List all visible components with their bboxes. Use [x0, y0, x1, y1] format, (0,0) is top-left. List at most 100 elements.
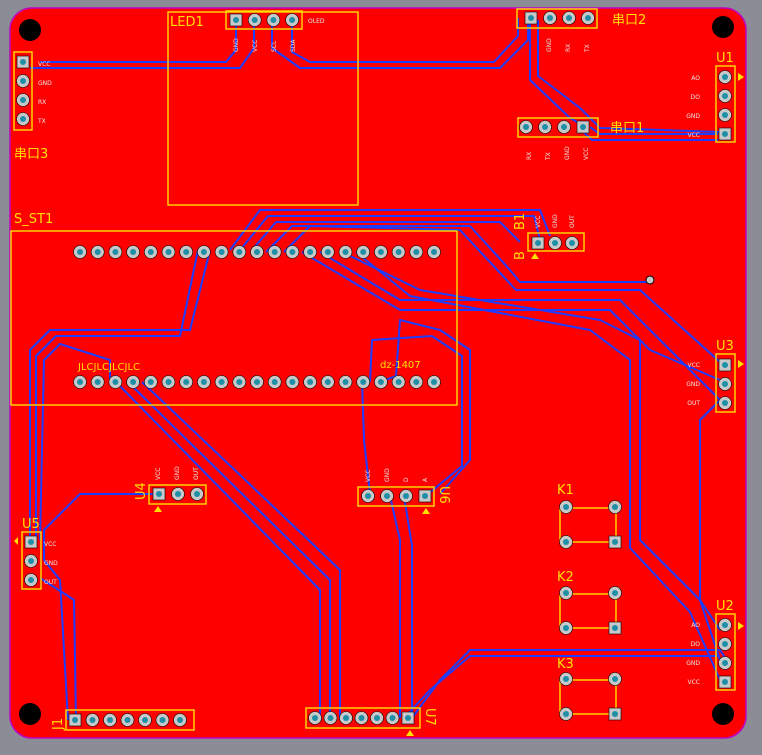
uart1-label: 串口1 — [610, 121, 644, 136]
pad-hole — [395, 249, 402, 255]
uart1-pin-label: VCC — [583, 148, 590, 160]
u3-pin-label: VCC — [688, 362, 700, 369]
mounting-hole-icon — [19, 19, 41, 41]
pad-hole — [612, 625, 618, 631]
board-outline — [9, 7, 747, 739]
pin-1-marker-icon — [738, 360, 744, 368]
pad-hole — [271, 249, 278, 255]
uart3-pin-label: VCC — [38, 61, 50, 68]
u2-header-outline — [715, 613, 736, 691]
pad-hole — [722, 74, 728, 80]
pin-1-marker-icon — [531, 253, 539, 259]
u4-pin-label: GND — [174, 466, 181, 480]
pad-hole — [124, 717, 131, 723]
trace — [39, 343, 111, 541]
k2-outline — [559, 593, 617, 629]
pad-hole — [165, 379, 172, 385]
pad-hole — [389, 715, 396, 721]
u6-pin-label: GND — [384, 468, 391, 482]
uart2-label: 串口2 — [612, 13, 646, 28]
pad-hole — [112, 249, 119, 255]
dz-label: dz-1407 — [380, 360, 421, 371]
trace — [115, 381, 321, 718]
j1-header-outline — [65, 709, 195, 731]
pad-hole — [523, 124, 529, 130]
pad-hole — [566, 15, 572, 21]
mounting-hole-icon — [19, 703, 41, 725]
s-st1-label: S_ST1 — [14, 212, 53, 227]
pad-hole — [722, 362, 728, 368]
pad-hole — [563, 711, 569, 717]
pad-hole — [722, 93, 728, 99]
pad-hole — [200, 249, 207, 255]
pad-hole — [20, 59, 26, 65]
trace — [389, 495, 401, 718]
pad-hole — [612, 590, 618, 596]
pad-hole — [422, 493, 428, 499]
pad-hole — [236, 379, 243, 385]
pad-hole — [112, 379, 119, 385]
pad-hole — [312, 715, 318, 721]
u6-pin-label: VCC — [365, 470, 372, 482]
pad-hole — [563, 625, 569, 631]
k2-label: K2 — [557, 570, 574, 585]
u2-pin-label: GND — [686, 660, 700, 667]
pad-hole — [165, 249, 172, 255]
pad-hole — [28, 577, 34, 583]
k3-label: K3 — [557, 657, 574, 672]
pad-hole — [289, 17, 296, 23]
u1-pin-label: AO — [691, 75, 700, 82]
j1-label: J1 — [51, 718, 66, 731]
pad-hole — [358, 715, 365, 721]
pad-hole — [563, 590, 569, 596]
pad-hole — [563, 539, 569, 545]
pad-hole — [403, 493, 409, 499]
pad-hole — [183, 379, 190, 385]
pad-hole — [147, 249, 154, 255]
pad-hole — [722, 622, 728, 628]
led1-pin-label: SCL — [271, 40, 278, 52]
pad-hole — [233, 17, 239, 23]
u3-header-outline — [715, 353, 736, 413]
led1-pin-label: VCC — [252, 40, 259, 52]
u1-header-outline — [715, 65, 736, 143]
u6-pin-label: D — [403, 477, 410, 482]
pad-hole — [107, 717, 113, 723]
pad-hole — [254, 249, 260, 255]
trace — [369, 335, 463, 495]
trace — [239, 215, 541, 251]
pad-hole — [77, 249, 83, 255]
mounting-hole-icon — [712, 16, 734, 38]
pad-hole — [194, 491, 200, 497]
trace — [411, 649, 729, 719]
led1-pin-label: GND — [233, 38, 240, 52]
trace — [251, 221, 521, 251]
trace — [127, 381, 331, 718]
pad-hole — [218, 379, 225, 385]
b1-header-outline — [527, 232, 585, 252]
uart3-header-outline — [13, 51, 33, 131]
pad-hole — [342, 379, 349, 385]
pad-hole — [20, 78, 26, 84]
pad-hole — [289, 249, 296, 255]
pad-hole — [28, 558, 34, 564]
trace — [229, 209, 551, 251]
pad-hole — [270, 17, 277, 23]
pin-1-marker-icon — [738, 622, 744, 630]
pad-hole — [28, 539, 34, 545]
uart1-header-outline — [517, 117, 599, 138]
pad-hole — [94, 379, 101, 385]
pin-1-markers — [14, 73, 744, 736]
pad-hole — [722, 381, 728, 387]
pad-hole — [342, 249, 349, 255]
pad-hole — [552, 240, 558, 246]
u3-pin-label: OUT — [687, 400, 700, 407]
pad-hole — [413, 379, 420, 385]
u1-pin-label: GND — [686, 113, 700, 120]
led1-label: LED1 — [170, 15, 204, 30]
pad-hole — [130, 379, 137, 385]
pad-hole — [360, 379, 367, 385]
uart3-pin-label: GND — [38, 80, 52, 87]
trace — [537, 20, 721, 133]
u5-pin-label: VCC — [44, 541, 56, 548]
